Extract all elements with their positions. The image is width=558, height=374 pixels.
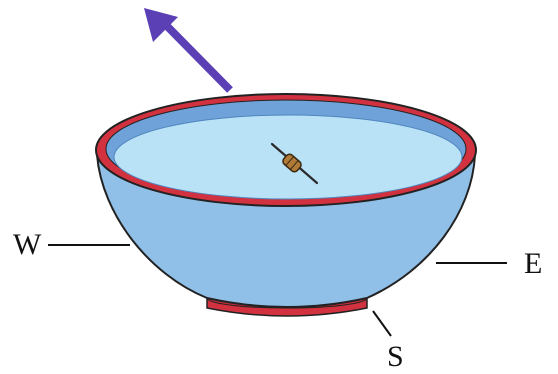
east-label: E	[524, 247, 542, 280]
south-leader-line	[373, 311, 391, 336]
arrow-shaft	[163, 22, 230, 90]
south-label: S	[387, 340, 404, 373]
pointer-arrow	[144, 8, 230, 90]
west-label: W	[13, 228, 42, 261]
